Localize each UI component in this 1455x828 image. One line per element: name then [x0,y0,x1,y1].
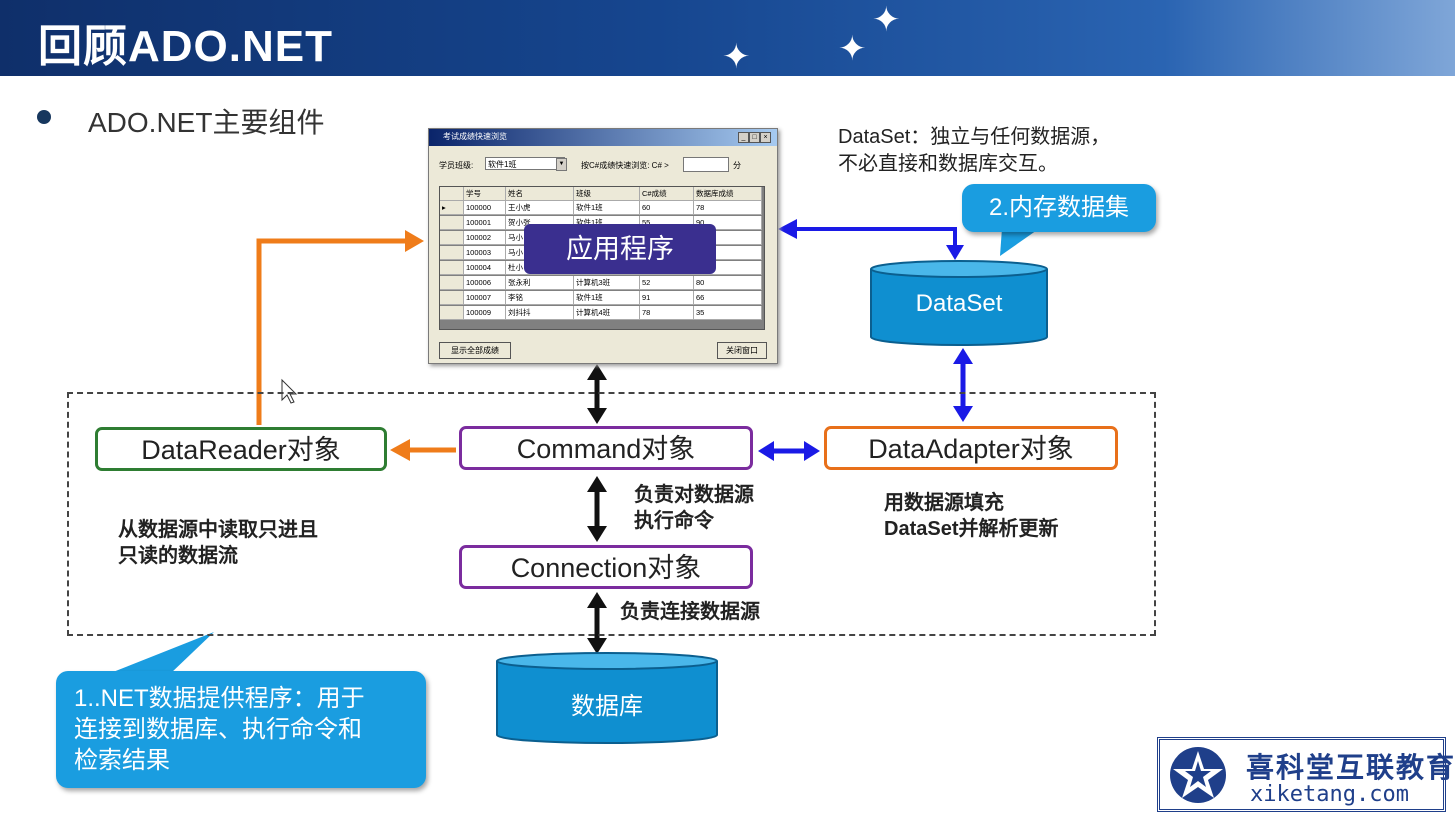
provider-callout-tail [108,632,214,674]
logo-cn-text: 喜科堂互联教育 [1246,751,1455,784]
provider-callout-line1: 1..NET数据提供程序：用于 [74,685,365,712]
grid-row-header [440,276,464,290]
provider-callout-line2: 连接到数据库、执行命令和 [74,716,362,743]
class-label: 学员班级: [439,161,474,170]
grid-cell: 80 [694,276,762,290]
grid-row-header [440,291,464,305]
grid-cell: 35 [694,306,762,320]
grid-row-header: ▸ [440,201,464,215]
grid-cell: 软件1班 [574,291,640,305]
chevron-down-icon[interactable]: ▼ [556,158,567,171]
grid-cell: 100009 [464,306,506,320]
grid-cell: 60 [640,201,694,215]
grid-cell: 王小虎 [506,201,574,215]
adapter-note-line2: DataSet并解析更新 [884,518,1059,540]
command-object: Command对象 [459,426,753,470]
show-all-button[interactable]: 显示全部成绩 [439,342,511,359]
grid-cell: 计算机3班 [574,276,640,290]
maximize-icon[interactable]: □ [749,132,760,143]
grid-cell: 100004 [464,261,506,275]
data-provider-boundary [67,392,1156,636]
grid-cell: 100003 [464,246,506,260]
close-icon[interactable]: × [760,132,771,143]
window-title: 考试成绩快速浏览 [443,132,507,141]
grid-cell: 刘抖抖 [506,306,574,320]
grid-cell: 91 [640,291,694,305]
datareader-object: DataReader对象 [95,427,387,471]
logo-en-text: xiketang.com [1250,782,1409,807]
grid-cell: 100000 [464,201,506,215]
database-cylinder-label: 数据库 [571,693,643,720]
grid-cell: 张永利 [506,276,574,290]
star-icon: ✦ [838,30,867,68]
filter-label: 按C#成绩快速浏览: C# > [581,161,669,170]
provider-callout-line3: 检索结果 [74,747,170,774]
command-note-line2: 执行命令 [634,510,714,532]
dataadapter-object: DataAdapter对象 [824,426,1118,470]
dataset-to-app-arrow [796,227,957,250]
star-emblem-icon [1170,747,1226,803]
connection-note: 负责连接数据源 [620,601,760,623]
close-window-button[interactable]: 关闭窗口 [717,342,767,359]
grid-corner-cell [440,187,464,201]
bullet-text: ADO.NET主要组件 [88,107,325,138]
dataset-desc-line1: DataSet：独立与任何数据源， [838,126,1111,148]
dataset-cylinder-label: DataSet [915,290,1003,317]
grid-cell: 52 [640,276,694,290]
grid-row-header [440,306,464,320]
class-select[interactable]: 软件1班 [485,157,565,170]
grid-column-header: 姓名 [506,187,574,201]
reader-note-line1: 从数据源中读取只进且 [118,519,318,541]
adapter-note-line1: 用数据源填充 [884,492,1004,514]
bullet-dot-icon [37,110,51,124]
dataset-down-arrowhead [946,245,964,260]
connection-object: Connection对象 [459,545,753,589]
grid-row-header [440,261,464,275]
title-banner [0,0,1455,76]
grid-cell: 100002 [464,231,506,245]
mouse-cursor-icon [281,378,298,404]
star-icon: ✦ [872,1,901,39]
page-title: 回顾ADO.NET [38,22,333,71]
grid-row-header [440,216,464,230]
dataset-cylinder [870,260,1048,346]
provider-callout: 1..NET数据提供程序：用于 连接到数据库、执行命令和 检索结果 [56,671,426,788]
command-note-line1: 负责对数据源 [634,484,754,506]
dataset-callout-tail [1000,228,1040,256]
grid-column-header: 数据库成绩 [694,187,762,201]
grid-row-header [440,231,464,245]
dataset-to-app-arrowhead [778,219,797,239]
star-icon: ✦ [722,38,751,76]
grid-cell: 100007 [464,291,506,305]
grid-cell: 计算机4班 [574,306,640,320]
grid-cell: 100006 [464,276,506,290]
grid-column-header: 学号 [464,187,506,201]
filter-unit: 分 [733,161,741,170]
grid-cell: 66 [694,291,762,305]
datareader-to-app-arrowhead [405,230,424,252]
grid-cell: 100001 [464,216,506,230]
grid-cell: 78 [640,306,694,320]
xiketang-logo: 喜科堂互联教育 xiketang.com [1157,737,1454,812]
grid-cell: 78 [694,201,762,215]
filter-input[interactable] [683,157,729,172]
grid-cell: 李铭 [506,291,574,305]
minimize-icon[interactable]: _ [738,132,749,143]
database-cylinder [496,652,718,744]
window-titlebar [429,129,777,146]
grid-column-header: 班级 [574,187,640,201]
grid-row-header [440,246,464,260]
command-to-datareader-arrowhead [390,439,410,461]
application-label: 应用程序 [524,224,716,274]
datareader-to-app-arrow [256,238,405,425]
reader-note-line2: 只读的数据流 [118,545,238,567]
dataset-callout: 2.内存数据集 [962,184,1156,232]
grid-cell: 软件1班 [574,201,640,215]
grid-column-header: C#成绩 [640,187,694,201]
dataset-desc-line2: 不必直接和数据库交互。 [838,153,1058,175]
